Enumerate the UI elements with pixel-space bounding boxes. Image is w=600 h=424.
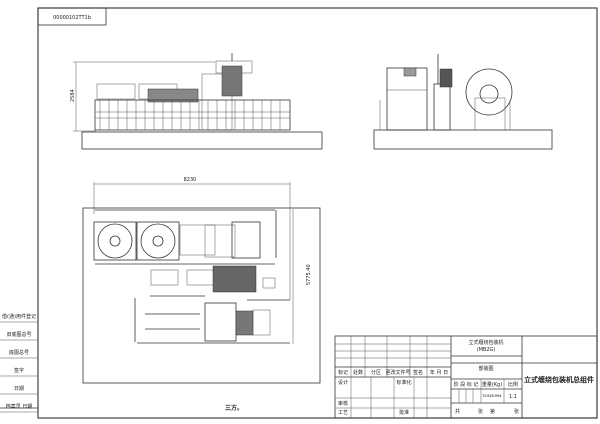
review-label: 审核 bbox=[338, 400, 348, 407]
weight-header: 重量(Kg) bbox=[482, 381, 502, 388]
scale-value: 1:1 bbox=[509, 394, 517, 400]
rev-header: 处数 bbox=[353, 369, 363, 376]
scale-header: 比例 bbox=[508, 381, 518, 388]
rev-header: 签名 bbox=[413, 369, 423, 376]
rev-header: 年 月 日 bbox=[430, 369, 448, 376]
plan-view: 8230 5775.40 三方。 bbox=[82, 177, 321, 412]
drawing-type: 部装图 bbox=[478, 365, 493, 372]
title-block: 立式缠绕包装机 (MB2G) 部装图 立式缠绕包装机总组件 阶 段 标 记 重量… bbox=[334, 335, 598, 419]
depth-dimension: 5775.40 bbox=[306, 264, 312, 285]
side-elevation-view bbox=[373, 54, 553, 150]
drawing-number-box: 00000102TT1b bbox=[37, 7, 107, 26]
strip-label: 日期 bbox=[14, 386, 24, 392]
front-elevation-view: 2584 bbox=[70, 53, 323, 150]
sheet-unit-label: 张 bbox=[478, 408, 483, 415]
strip-label: 档案员 日期 bbox=[6, 403, 33, 410]
stage-header: 阶 段 标 记 bbox=[454, 381, 479, 388]
design-label: 设计 bbox=[338, 379, 348, 386]
view-caption: 三方。 bbox=[225, 404, 243, 412]
sheets-total-label: 共 bbox=[455, 408, 460, 415]
approve-label: 批准 bbox=[399, 409, 409, 416]
strip-label: 签字 bbox=[14, 367, 24, 374]
rev-header: 更改文件号 bbox=[385, 369, 410, 376]
drawing-number: 00000102TT1b bbox=[53, 15, 91, 21]
sheet-no-label: 第 bbox=[490, 408, 495, 415]
rev-header: 标记 bbox=[338, 369, 348, 376]
drawing-frame bbox=[37, 7, 598, 419]
product-name: 立式缠绕包装机 bbox=[468, 339, 503, 346]
weight-value: 51928.994 bbox=[483, 394, 503, 398]
height-dimension: 2584 bbox=[70, 89, 76, 102]
standardize-label: 标准化 bbox=[396, 379, 411, 386]
sheet-unit-label-2: 张 bbox=[514, 408, 519, 415]
product-model: (MB2G) bbox=[477, 347, 496, 353]
strip-label: 底图总号 bbox=[9, 349, 29, 356]
process-label: 工艺 bbox=[338, 410, 348, 416]
assembly-name: 立式缠绕包装机总组件 bbox=[524, 375, 594, 384]
rev-header: 分区 bbox=[371, 369, 381, 376]
strip-label: 旧底图总号 bbox=[6, 331, 31, 338]
strip-label: 借(通)用件登记 bbox=[2, 313, 36, 320]
width-dimension: 8230 bbox=[184, 177, 197, 183]
